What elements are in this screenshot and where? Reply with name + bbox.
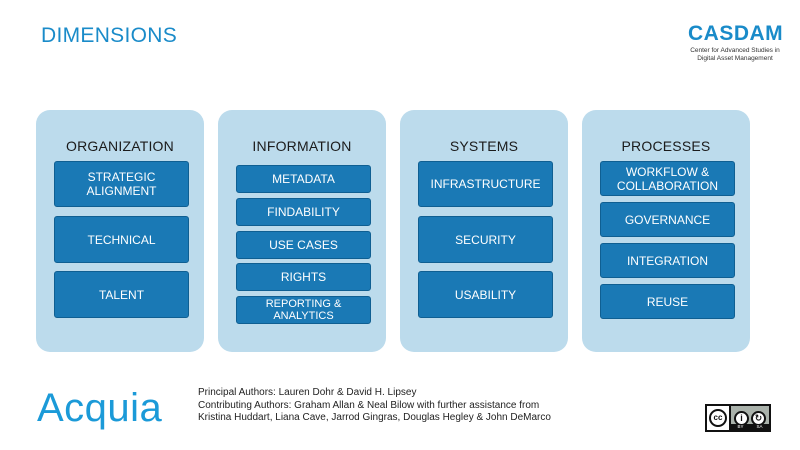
column-systems: SYSTEMS INFRASTRUCTURE SECURITY USABILIT… — [400, 110, 568, 352]
credit-contributing-authors: Contributing Authors: Graham Allan & Nea… — [198, 399, 540, 411]
tile-metadata: METADATA — [236, 165, 371, 193]
share-alike-icon: ↻ — [751, 410, 766, 426]
tile-usability: USABILITY — [418, 271, 553, 318]
tile-reuse: REUSE — [600, 284, 735, 319]
column-processes: PROCESSES WORKFLOW &COLLABORATION GOVERN… — [582, 110, 750, 352]
tile-governance: GOVERNANCE — [600, 202, 735, 237]
tile-technical: TECHNICAL — [54, 216, 189, 263]
tile-talent: TALENT — [54, 271, 189, 318]
column-title: PROCESSES — [621, 138, 711, 154]
brand-subtitle-line1: Center for Advanced Studies in — [690, 47, 780, 54]
column-information: INFORMATION METADATA FINDABILITY USE CAS… — [218, 110, 386, 352]
tile-workflow-collaboration: WORKFLOW &COLLABORATION — [600, 161, 735, 196]
column-title: SYSTEMS — [449, 138, 519, 154]
by-label: BY — [737, 424, 744, 429]
column-title: ORGANIZATION — [66, 138, 174, 154]
page-title: DIMENSIONS — [41, 24, 178, 47]
credit-principal-authors: Principal Authors: Lauren Dohr & David H… — [198, 387, 417, 398]
tile-reporting-analytics: REPORTING &ANALYTICS — [236, 296, 371, 324]
brand-name: CASDAM — [688, 22, 784, 45]
tile-use-cases: USE CASES — [236, 231, 371, 259]
tile-findability: FINDABILITY — [236, 198, 371, 226]
brand-subtitle: Center for Advanced Studies in Digital A… — [682, 47, 788, 63]
casdam-logo: CASDAM Center for Advanced Studies in Di… — [682, 22, 788, 63]
brand-subtitle-line2: Digital Asset Management — [697, 55, 773, 62]
tile-integration: INTEGRATION — [600, 243, 735, 278]
credit-further-assistance: Kristina Huddart, Liana Cave, Jarrod Gin… — [198, 412, 551, 423]
cc-icon: cc — [709, 409, 727, 427]
acquia-logo: Acquia — [37, 386, 163, 430]
credits: Principal Authors: Lauren Dohr & David H… — [198, 387, 618, 425]
column-title: INFORMATION — [252, 138, 352, 154]
tile-infrastructure: INFRASTRUCTURE — [418, 161, 553, 207]
cc-license-badge: cc i ↻ BY SA — [705, 404, 771, 432]
tile-security: SECURITY — [418, 216, 553, 263]
tile-rights: RIGHTS — [236, 263, 371, 291]
sa-label: SA — [756, 424, 763, 429]
